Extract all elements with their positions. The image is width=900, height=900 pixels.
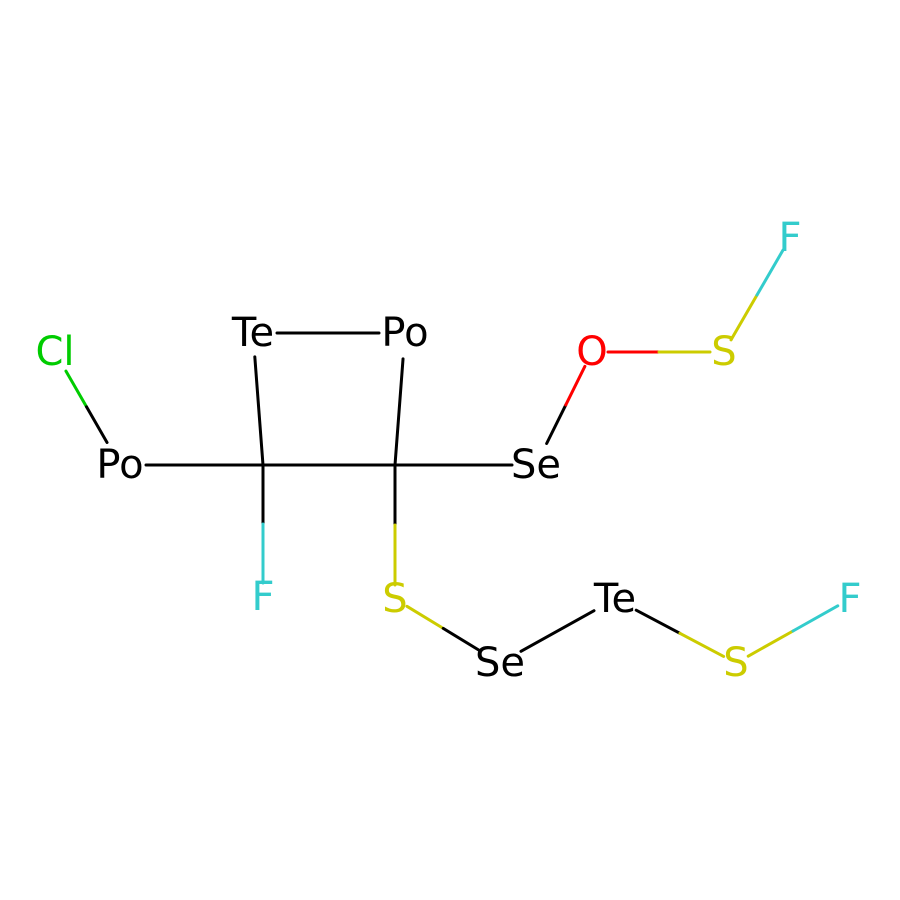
bond-s3-f3-half-b [791,604,840,633]
bonds-layer [64,248,840,658]
atom-label-se1: Se [511,442,561,488]
atom-label-f2: F [778,215,801,261]
bond-s1-f2-half-b [755,248,785,297]
bond-se1-o1-half-a [545,403,568,445]
bond-te2-s3-half-a [634,608,682,635]
atom-label-o1: O [576,329,607,375]
bond-s2-se2-half-b [441,626,482,653]
bond-cl1-po2-half-b [85,405,109,444]
atom-label-f1: F [251,574,274,620]
atom-label-s1: S [711,329,736,375]
atom-label-te2: Te [593,576,636,622]
bond-cl1-po2-half-a [64,369,89,409]
atom-label-po2: Po [96,442,143,488]
bond-po1-c2 [393,357,405,467]
atom-label-cl1: Cl [35,329,74,375]
bond-s2-se2-half-a [405,604,445,630]
atom-label-po1: Po [381,310,428,356]
bond-te2-s3-half-b [678,631,726,658]
bond-se2-te2 [519,609,596,653]
atom-label-se2: Se [475,640,525,686]
atom-label-s3: S [723,640,748,686]
bond-c1-te1 [253,355,265,467]
atom-label-f3: F [838,576,861,622]
bond-se1-o1-half-b [564,364,587,407]
atom-label-te1: Te [231,310,274,356]
bond-s3-f3-half-a [746,629,795,658]
atom-label-s2: S [382,576,407,622]
bond-s1-f2-half-a [729,293,759,342]
